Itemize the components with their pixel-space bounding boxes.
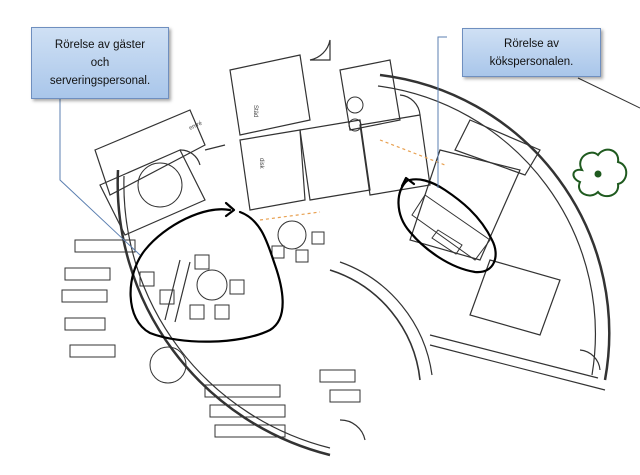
furniture <box>61 96 491 438</box>
kitchen-movement-arrowhead <box>400 176 416 188</box>
callout-kitchen-line-2: kökspersonalen. <box>489 55 574 68</box>
callout-kitchen-line-1: Rörelse av <box>504 37 559 50</box>
guest-movement-loop <box>129 208 284 343</box>
kitchen-callout-pointer <box>437 36 447 188</box>
callout-kitchen-movement: Rörelse av kökspersonalen. <box>462 28 601 77</box>
callout-guests-line-1: Rörelse av gäster <box>54 39 146 51</box>
kitchen-movement-loop <box>397 178 497 274</box>
room-label-c: disk <box>258 158 264 170</box>
room-label-a: Städ <box>252 105 258 117</box>
tree-icon <box>572 148 628 198</box>
guest-movement-arrowhead <box>224 201 236 218</box>
kitchen-callout-pointer-tail <box>577 77 640 109</box>
movement-paths <box>129 176 497 343</box>
callout-guest-movement: Rörelse av gäster och serveringspersonal… <box>31 27 169 99</box>
callout-guests-line-2: och <box>90 57 110 69</box>
room-label-b: entré <box>188 120 204 131</box>
callout-pointers <box>59 36 640 256</box>
building-outline <box>94 39 611 457</box>
callout-guests-line-3: serveringspersonal. <box>49 75 151 87</box>
guest-callout-pointer <box>59 99 141 256</box>
